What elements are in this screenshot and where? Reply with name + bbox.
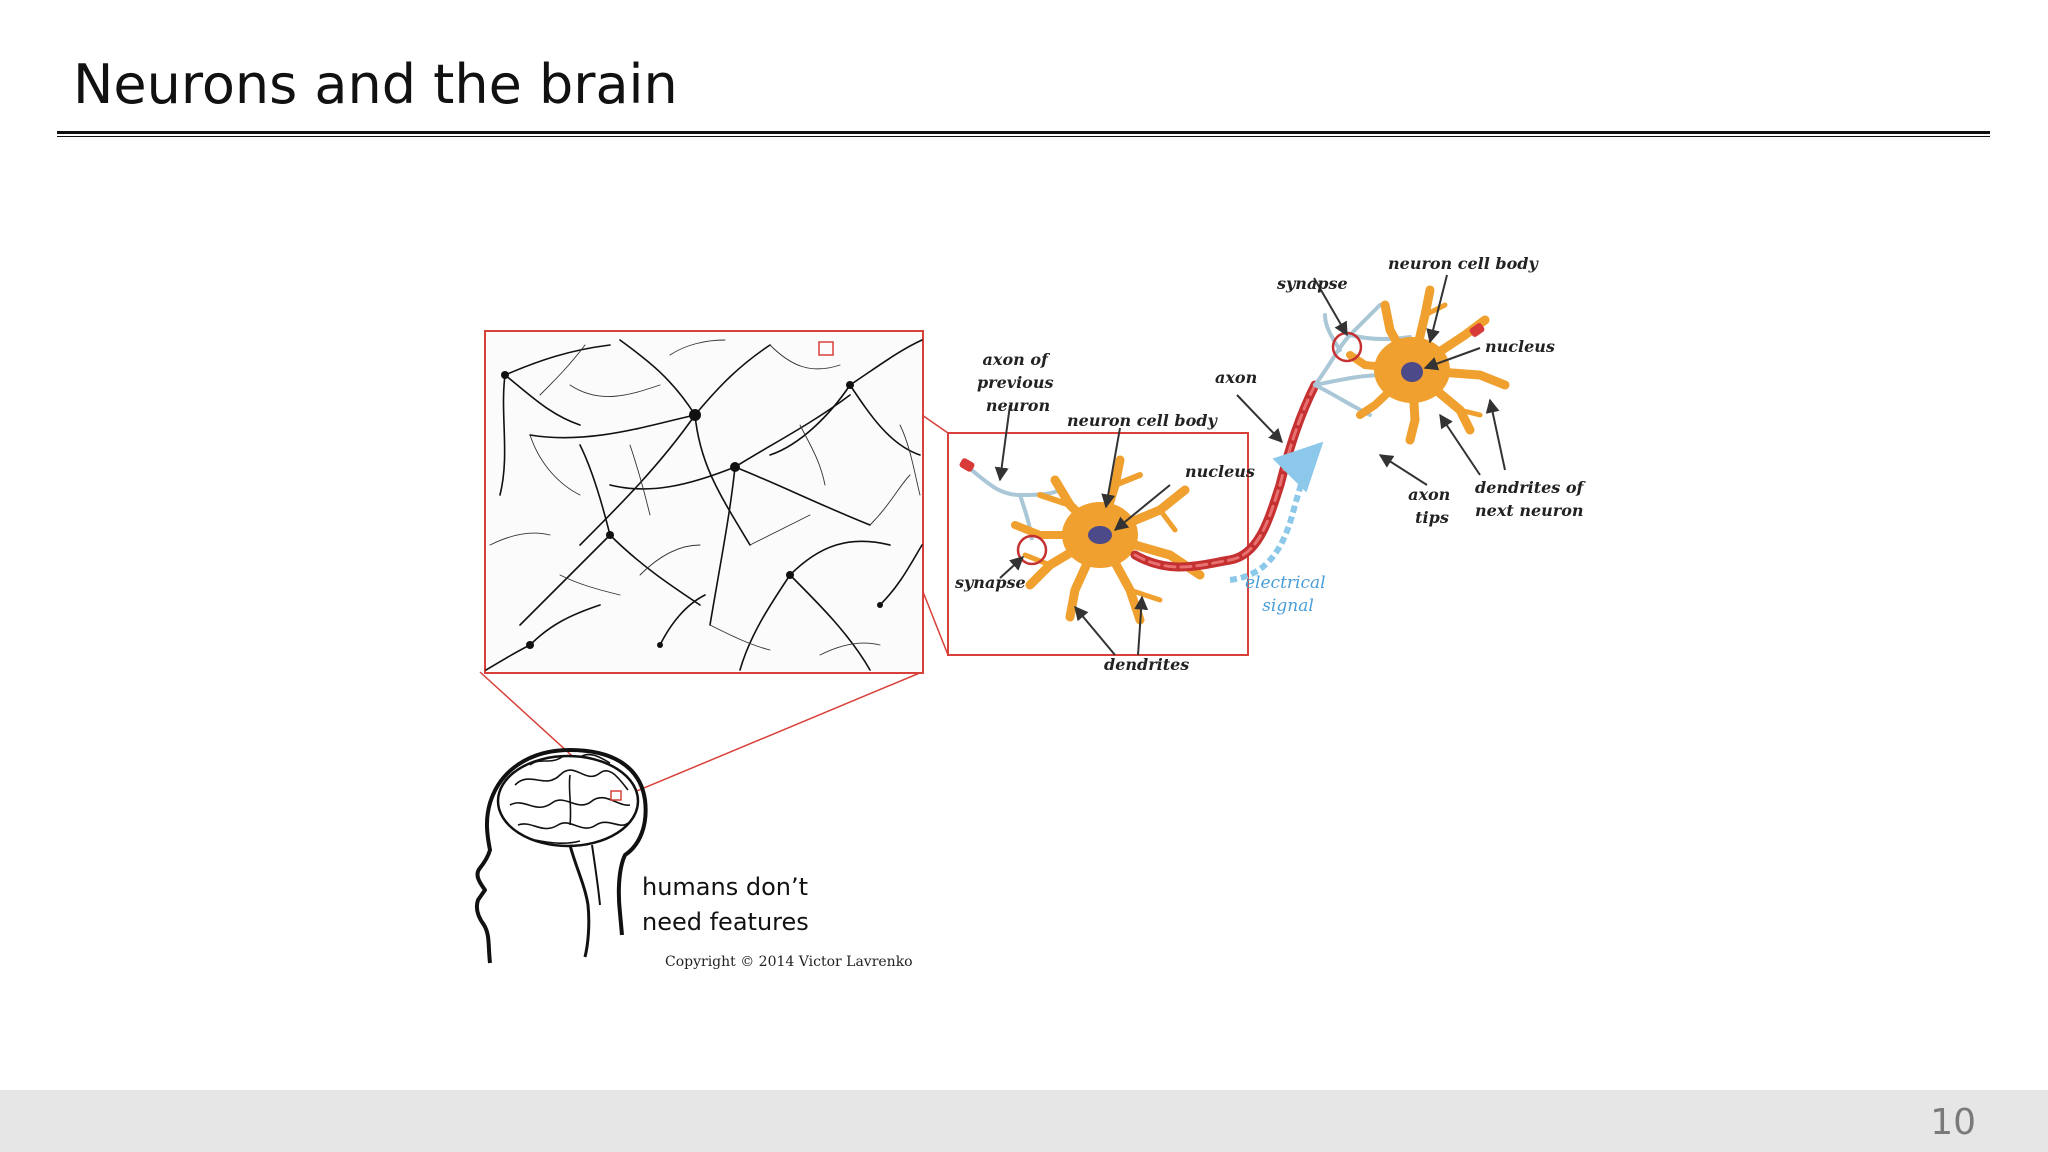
label-synapse-2: synapse [1276,274,1348,293]
label-axon-tips: axon tips [1408,485,1456,527]
label-nucleus-1: nucleus [1185,462,1255,481]
label-nucleus-2: nucleus [1485,337,1555,356]
footer-bar [0,1090,2048,1152]
neuron-1 [1011,455,1205,625]
label-neuron-cell-body-1: neuron cell body [1067,411,1218,430]
caption-humans-dont-need-features: humans don’t need features [642,873,816,936]
page-number: 10 [1930,1102,1976,1143]
label-electrical-signal: electrical signal [1245,573,1331,616]
title-rule-thin [57,136,1990,137]
label-axon: axon [1215,368,1257,387]
axon-path [1130,380,1320,572]
label-axon-previous: axon of previous neuron [977,350,1059,415]
label-arrows [994,274,1506,656]
zoom-neuron-panel [947,432,1249,656]
head-brain-illustration [474,748,648,964]
slide-title: Neurons and the brain [73,53,678,116]
title-rule [57,131,1990,134]
neuron-2 [1331,285,1510,445]
label-neuron-cell-body-2: neuron cell body [1388,254,1539,273]
neuron-figure: axon of previous neuron neuron cell body… [470,245,1590,985]
neural-tissue-panel [484,330,924,674]
neuron-diagram: axon of previous neuron neuron cell body… [474,254,1589,970]
signal-arrow [1229,441,1324,583]
label-dendrites-next: dendrites of next neuron [1475,478,1589,520]
copyright-text: Copyright © 2014 Victor Lavrenko [665,954,913,970]
label-dendrites: dendrites [1104,655,1189,674]
label-synapse-1: synapse [954,573,1026,592]
